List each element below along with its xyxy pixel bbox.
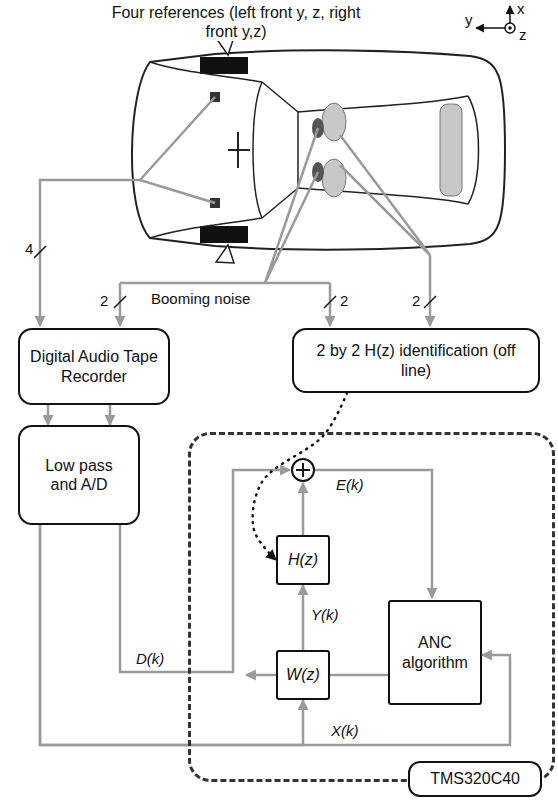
signal-wire [120,470,432,675]
text-block: 2 by 2 H(z) identification (off line) [316,341,516,379]
bus-slash [34,246,46,258]
signal-wire [314,470,432,598]
sensor-wire [40,180,140,326]
box-label: W(z) [286,665,320,684]
summing-junction [292,459,314,481]
text-block: ANC algorithm [395,633,475,671]
box-label: ANC algorithm [395,633,475,671]
sensor-wire [340,135,430,255]
car-illustration [150,218,262,238]
processor-name: TMS320C40 [430,770,520,788]
summing-junction [296,463,310,477]
box-label: Digital Audio Tape Recorder [29,347,159,385]
axis-symbol [508,26,512,30]
car-illustration [253,82,262,218]
axis-symbol [505,23,515,33]
car-illustration [468,96,479,204]
signal-name: Booming noise [150,290,251,308]
axis-symbol [476,6,515,33]
sensor-wire [429,255,432,326]
dsp-region: TMS320C40H(z)W(z)ANC algorithm [188,432,555,782]
signal-connector [47,405,50,425]
text-block: Low pass and A/D [39,456,119,494]
signal-wire [120,470,290,672]
figure-heading: Four references (left front y, z, right … [105,3,367,41]
filter-block: H(z) [276,535,330,585]
car-illustration [440,104,462,196]
filter-block: W(z) [276,650,330,700]
signal-wire [246,674,276,677]
car-illustration [132,37,505,263]
signal-name: X(k) [330,722,360,740]
car-illustration [150,62,262,82]
signal-connector [302,585,305,650]
box-label: H(z) [288,550,318,569]
sensor-wire [40,97,430,326]
sensor-wire [329,283,332,326]
car-illustration [216,245,234,263]
summing-junction [292,459,314,481]
channel-count: 4 [24,240,34,258]
channel-count: 2 [99,292,109,310]
text-block: Digital Audio Tape Recorder [29,347,159,385]
axis-label: x [516,0,526,18]
sensor-wire [140,97,215,203]
axis-label: y [464,11,474,29]
car-illustration [322,103,346,141]
signal-wire [302,483,305,535]
car-illustration [200,226,248,243]
processor-label-box: TMS320C40 [408,761,542,797]
text-block: H(z) [288,550,318,569]
bus-slash [424,296,436,308]
bus-slash [34,246,436,308]
bus-slash [114,296,126,308]
text-block: W(z) [286,665,320,684]
car-illustration [132,50,505,249]
identification-box: 2 by 2 H(z) identification (off line) [292,328,540,393]
car-illustration [228,132,250,168]
car-illustration [322,159,346,197]
signal-name: Y(k) [310,606,340,624]
signal-connector [330,674,388,677]
recorder-box: Digital Audio Tape Recorder [18,328,170,405]
axis-symbol [476,27,505,29]
sensor-wire [119,283,122,326]
channel-count: 2 [339,292,349,310]
car-illustration [200,57,248,74]
signal-connector [40,525,303,745]
channel-count: 2 [411,292,421,310]
car-illustration [262,82,298,218]
algorithm-box: ANC algorithm [388,600,482,705]
sensor-wire [265,128,318,283]
axis-label: z [518,26,528,44]
bus-slash [324,296,336,308]
filter-box: Low pass and A/D [18,425,140,525]
sensor-wire [120,282,330,285]
car-illustration [312,118,324,138]
signal-name: E(k) [335,476,365,494]
box-label: Low pass and A/D [39,456,119,494]
signal-name: D(k) [135,650,165,668]
signal-connector [109,405,112,425]
box-label: 2 by 2 H(z) identification (off line) [316,341,516,379]
signal-connector [40,525,510,745]
